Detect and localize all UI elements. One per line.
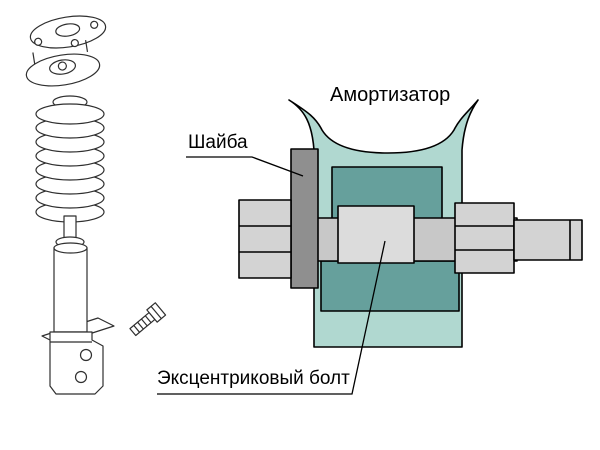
upper-mount-plate-shape xyxy=(29,15,107,49)
loose-bolt-sketch xyxy=(129,302,167,337)
nut-shape xyxy=(454,202,515,274)
washer-shape xyxy=(290,148,319,289)
strut-body-top-shape xyxy=(53,242,88,254)
label-eccentric-bolt: Эксцентриковый болт xyxy=(157,368,350,389)
eccentric-bolt-leader-line xyxy=(157,240,386,395)
bushing-lower-shape xyxy=(320,260,460,312)
strut-assembly-sketch xyxy=(25,15,167,395)
label-shock-absorber: Амортизатор xyxy=(330,84,451,106)
washer-leader-line xyxy=(186,156,304,177)
eccentric-cam-shape xyxy=(337,205,415,264)
strut-bracket-shape xyxy=(49,331,104,395)
cross-section-diagram xyxy=(238,99,583,348)
leader-lines xyxy=(157,156,386,395)
bolt-head-shape xyxy=(238,199,292,279)
bolt-threaded-end-shape xyxy=(513,219,583,261)
label-washer: Шайба xyxy=(188,132,248,153)
strut-body-shape xyxy=(53,247,88,333)
coil-spring-shape xyxy=(35,103,105,223)
lower-mount-plate-shape xyxy=(25,40,101,87)
